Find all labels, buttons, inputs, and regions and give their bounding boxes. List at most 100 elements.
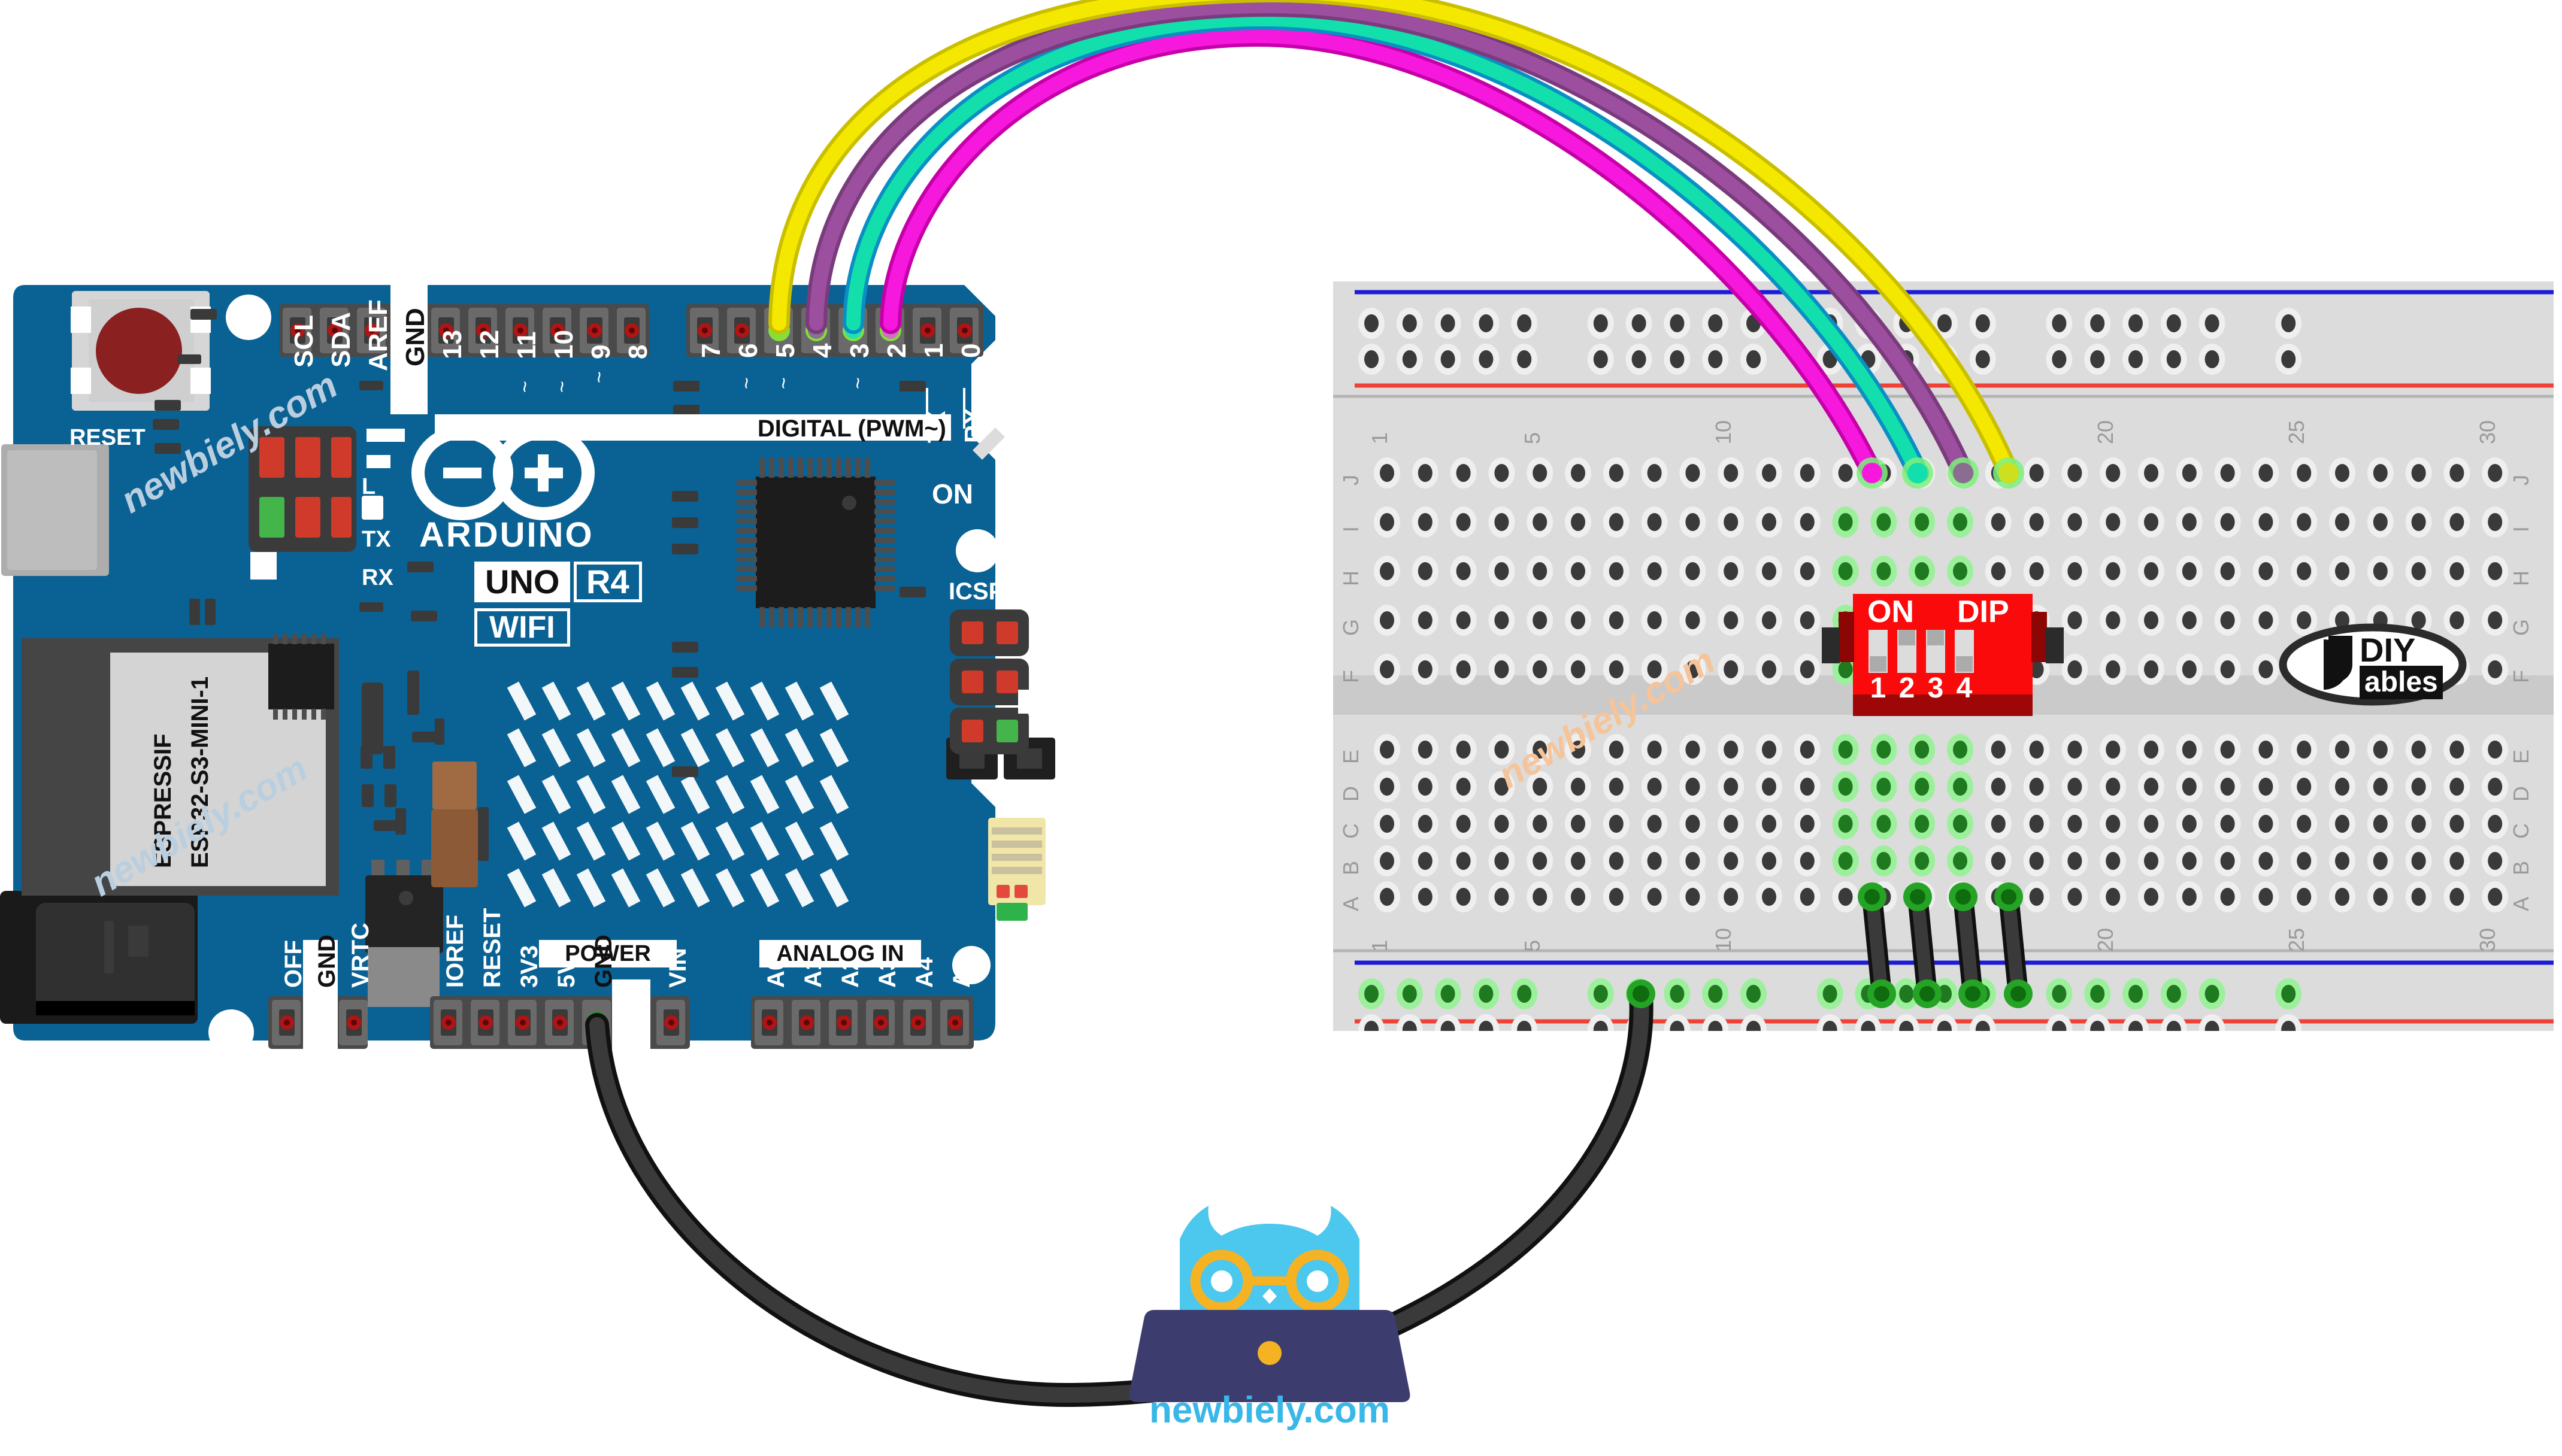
breadboard-hole[interactable] — [2275, 978, 2302, 1009]
breadboard-hole[interactable] — [1450, 845, 1477, 876]
breadboard-hole[interactable] — [1832, 556, 1859, 587]
breadboard-hole[interactable] — [2176, 556, 2203, 587]
breadboard-hole[interactable] — [2138, 771, 2164, 802]
breadboard-hole[interactable] — [1488, 808, 1515, 839]
breadboard-hole[interactable] — [2252, 605, 2279, 636]
breadboard-hole[interactable] — [1832, 881, 1859, 912]
breadboard-hole[interactable] — [1434, 344, 1461, 375]
breadboard-hole[interactable] — [1931, 1014, 1958, 1045]
breadboard-hole[interactable] — [2061, 845, 2088, 876]
breadboard-hole[interactable] — [1756, 771, 1782, 802]
breadboard-hole[interactable] — [1374, 605, 1400, 636]
breadboard-hole[interactable] — [1641, 808, 1668, 839]
breadboard-hole[interactable] — [2252, 506, 2279, 538]
breadboard-hole[interactable] — [1870, 506, 1897, 538]
breadboard-hole[interactable] — [1358, 308, 1385, 339]
header-pin-11[interactable] — [505, 308, 534, 353]
header-pin-vrtc[interactable] — [339, 1000, 368, 1045]
breadboard-hole[interactable] — [1718, 881, 1745, 912]
breadboard-hole[interactable] — [1664, 1014, 1691, 1045]
breadboard-hole[interactable] — [2329, 457, 2355, 489]
breadboard-hole[interactable] — [1985, 556, 2012, 587]
header-pin-5v[interactable] — [545, 1000, 574, 1045]
header-pin-a3[interactable] — [866, 1000, 895, 1045]
breadboard-hole[interactable] — [2329, 808, 2355, 839]
breadboard-hole[interactable] — [1969, 308, 1996, 339]
breadboard-hole[interactable] — [1527, 881, 1553, 912]
header-pin-8[interactable] — [617, 308, 646, 353]
breadboard-hole[interactable] — [2482, 881, 2509, 912]
breadboard-hole[interactable] — [1909, 556, 1936, 587]
breadboard-hole[interactable] — [2214, 808, 2241, 839]
breadboard-hole[interactable] — [1565, 506, 1591, 538]
breadboard-hole[interactable] — [2482, 808, 2509, 839]
breadboard-hole[interactable] — [2138, 506, 2164, 538]
breadboard-hole[interactable] — [2443, 457, 2470, 489]
breadboard-hole[interactable] — [2443, 845, 2470, 876]
breadboard-hole[interactable] — [1527, 845, 1553, 876]
breadboard-hole[interactable] — [2176, 605, 2203, 636]
icsp-header[interactable] — [950, 609, 1029, 754]
breadboard-hole[interactable] — [1527, 556, 1553, 587]
breadboard-hole[interactable] — [2275, 1014, 2302, 1045]
header-pin-a2[interactable] — [829, 1000, 858, 1045]
breadboard-hole[interactable] — [1702, 308, 1729, 339]
dip-switch[interactable] — [1822, 594, 2064, 716]
breadboard-hole[interactable] — [1488, 881, 1515, 912]
breadboard-hole[interactable] — [2405, 771, 2432, 802]
breadboard-hole[interactable] — [1527, 771, 1553, 802]
breadboard-hole[interactable] — [1374, 457, 1400, 489]
breadboard-hole[interactable] — [1374, 845, 1400, 876]
breadboard-hole[interactable] — [1511, 308, 1538, 339]
breadboard-hole[interactable] — [1488, 734, 1515, 765]
breadboard-hole[interactable] — [1718, 845, 1745, 876]
breadboard-hole[interactable] — [1718, 556, 1745, 587]
breadboard-hole[interactable] — [2061, 881, 2088, 912]
breadboard-hole[interactable] — [1434, 1014, 1461, 1045]
breadboard-hole[interactable] — [1909, 808, 1936, 839]
breadboard-hole[interactable] — [1412, 654, 1439, 685]
breadboard-hole[interactable] — [1374, 771, 1400, 802]
breadboard-hole[interactable] — [1679, 654, 1706, 685]
breadboard-hole[interactable] — [1374, 556, 1400, 587]
breadboard-hole[interactable] — [1756, 457, 1782, 489]
breadboard-hole[interactable] — [1794, 605, 1821, 636]
breadboard-hole[interactable] — [2100, 556, 2127, 587]
breadboard-hole[interactable] — [1488, 605, 1515, 636]
breadboard-hole[interactable] — [1947, 771, 1973, 802]
breadboard-hole[interactable] — [1909, 506, 1936, 538]
breadboard-hole[interactable] — [2122, 308, 2149, 339]
breadboard-hole[interactable] — [2367, 556, 2394, 587]
breadboard-hole[interactable] — [2122, 978, 2149, 1009]
breadboard-hole[interactable] — [1603, 654, 1630, 685]
breadboard-hole[interactable] — [1603, 457, 1630, 489]
breadboard-hole[interactable] — [2214, 556, 2241, 587]
breadboard-hole[interactable] — [2367, 845, 2394, 876]
breadboard-hole[interactable] — [2100, 734, 2127, 765]
breadboard-hole[interactable] — [2023, 771, 2050, 802]
breadboard-hole[interactable] — [1832, 457, 1859, 489]
breadboard-hole[interactable] — [1718, 808, 1745, 839]
breadboard-hole[interactable] — [2160, 308, 2187, 339]
breadboard-hole[interactable] — [2291, 881, 2318, 912]
breadboard-hole[interactable] — [1565, 771, 1591, 802]
breadboard-hole[interactable] — [2122, 344, 2149, 375]
breadboard-hole[interactable] — [1985, 771, 2012, 802]
breadboard-hole[interactable] — [1756, 881, 1782, 912]
breadboard-hole[interactable] — [2291, 771, 2318, 802]
breadboard-hole[interactable] — [1511, 978, 1538, 1009]
breadboard-hole[interactable] — [2367, 808, 2394, 839]
breadboard-hole[interactable] — [1358, 1014, 1385, 1045]
header-pin-10[interactable] — [543, 308, 571, 353]
breadboard-hole[interactable] — [1702, 1014, 1729, 1045]
breadboard-hole[interactable] — [2061, 556, 2088, 587]
breadboard-hole[interactable] — [1870, 845, 1897, 876]
breadboard-hole[interactable] — [2061, 808, 2088, 839]
breadboard-hole[interactable] — [1679, 506, 1706, 538]
breadboard-hole[interactable] — [1473, 978, 1500, 1009]
header-pin-sda[interactable] — [320, 308, 349, 353]
breadboard-hole[interactable] — [1679, 556, 1706, 587]
breadboard-hole[interactable] — [2482, 556, 2509, 587]
breadboard-hole[interactable] — [1832, 506, 1859, 538]
header-pin-reset[interactable] — [471, 1000, 499, 1045]
